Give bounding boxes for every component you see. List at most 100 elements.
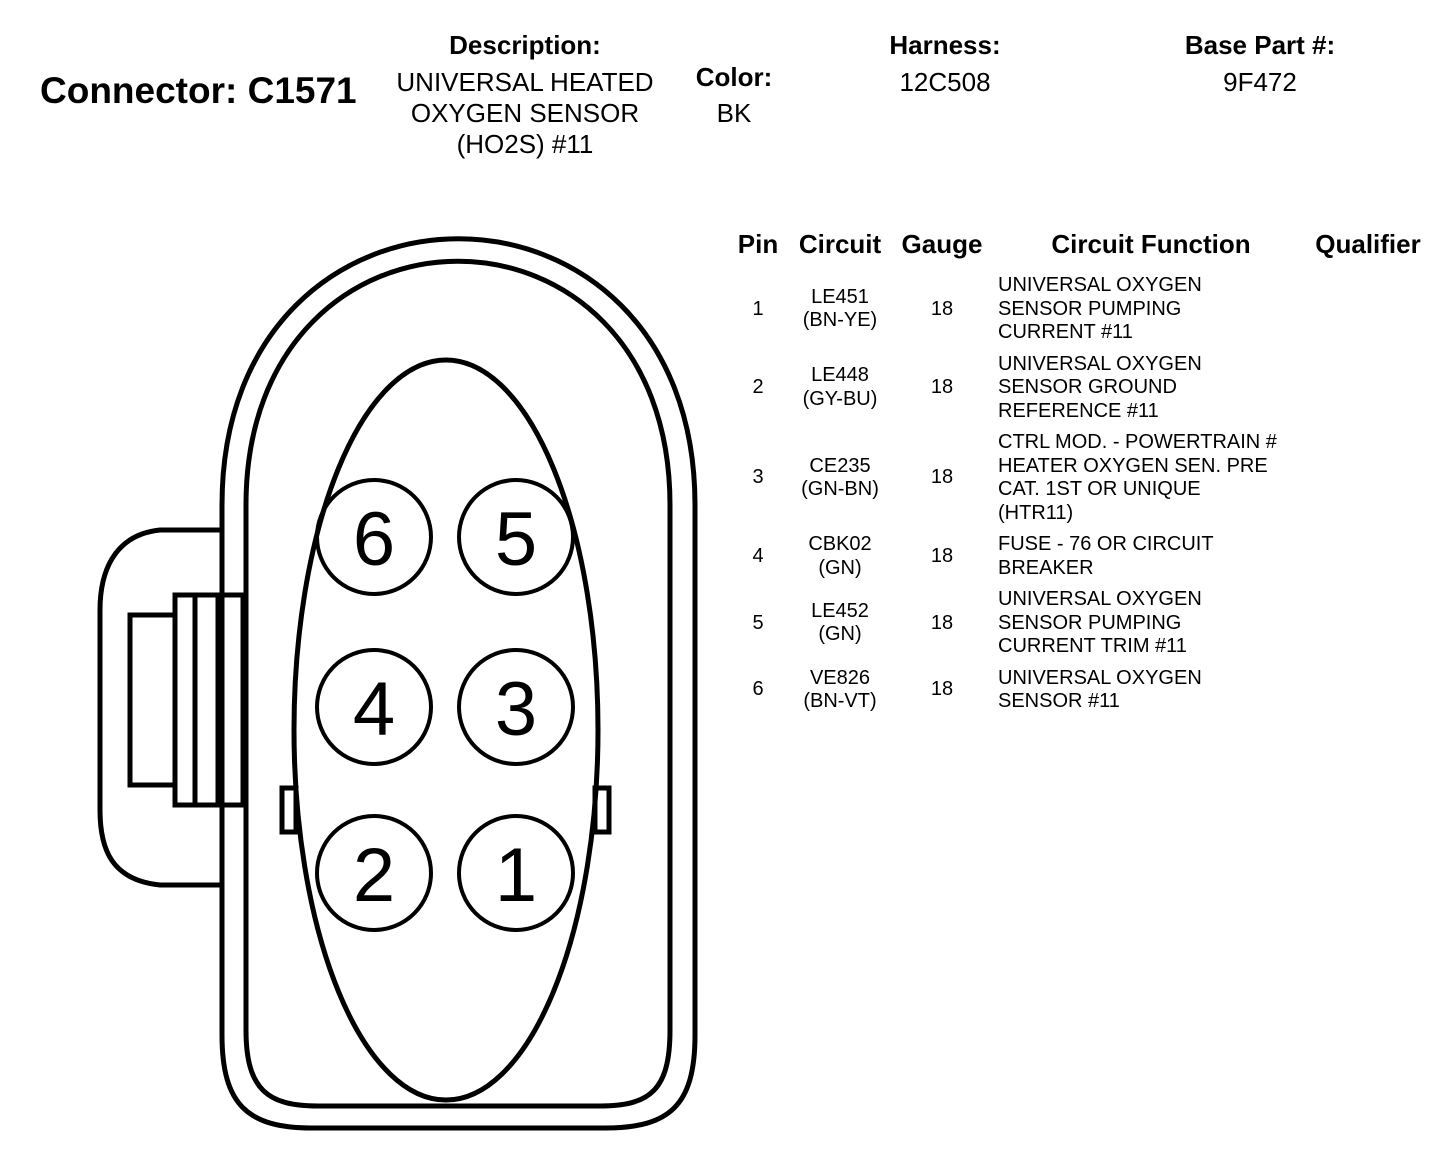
base-part-label: Base Part #: — [1184, 30, 1336, 60]
function-line: CURRENT TRIM #11 — [998, 635, 1187, 657]
pin-2-label: 2 — [353, 833, 395, 918]
pin-cell: 2 — [752, 376, 764, 398]
color-value: BK — [716, 98, 752, 128]
pin-cell: 5 — [752, 611, 764, 634]
pin-1-cavity — [457, 814, 575, 932]
connector-title: Connector: C1571 — [40, 70, 357, 111]
description-line: OXYGEN SENSOR — [410, 98, 640, 128]
pin-3-label: 3 — [495, 667, 537, 752]
col-function-header: Circuit Function — [1051, 228, 1251, 259]
qualifier-cell — [1304, 667, 1432, 722]
gauge-cell: 18 — [930, 611, 954, 634]
connector-inner-shell — [243, 258, 673, 1109]
pin-cell: 3 — [752, 466, 764, 489]
function-line: SENSOR PUMPING — [998, 297, 1182, 320]
circuit-cell: LE448(GY-BU) — [788, 353, 892, 432]
circuit-cell: VE826(BN-VT) — [788, 667, 892, 722]
circuit-line: (GN-BN) — [801, 478, 879, 500]
harness-label: Harness: — [889, 30, 1001, 60]
function-line: HEATER OXYGEN SEN. PRE — [998, 454, 1268, 477]
pin-1-label: 1 — [495, 833, 537, 918]
pin-cell: 1 — [752, 297, 764, 320]
function-line: UNIVERSAL OXYGEN — [998, 352, 1202, 375]
circuit-line: LE448 — [811, 364, 869, 387]
circuit-line: (BN-YE) — [802, 309, 878, 332]
table-header-row: Pin Circuit Gauge Circuit Function Quali… — [728, 228, 1432, 260]
color-label: Color: — [695, 62, 773, 92]
circuit-line: LE451 — [811, 285, 869, 308]
latch-tab — [127, 612, 178, 788]
function-line: (HTR11) — [998, 501, 1074, 524]
description-line: (HO2S) #11 — [456, 129, 594, 159]
qualifier-cell — [1304, 533, 1432, 588]
qualifier-cell — [1304, 274, 1432, 353]
col-circuit-header: Circuit — [798, 228, 882, 259]
function-line: CURRENT #11 — [998, 321, 1133, 343]
qualifier-cell — [1304, 588, 1432, 667]
circuit-line: LE452 — [811, 599, 869, 622]
gauge-cell: 18 — [930, 678, 954, 701]
function-line: SENSOR #11 — [998, 690, 1120, 712]
circuit-line: (BN-VT) — [803, 690, 877, 712]
description-value: UNIVERSAL HEATED OXYGEN SENSOR (HO2S) #1… — [384, 67, 666, 160]
gauge-cell: 18 — [930, 544, 954, 567]
locking-latch — [97, 527, 222, 888]
circuit-line: VE826 — [809, 666, 871, 689]
gauge-cell: 18 — [930, 466, 954, 489]
description-line: UNIVERSAL HEATED — [396, 67, 654, 97]
pin-cell: 6 — [752, 678, 764, 701]
circuit-cell: CE235(GN-BN) — [788, 431, 892, 533]
function-line: UNIVERSAL OXYGEN — [998, 666, 1202, 689]
pin-2-cavity — [315, 814, 433, 932]
latch-ribs — [172, 592, 246, 808]
connector-outer-shell — [219, 236, 698, 1131]
qualifier-cell — [1304, 353, 1432, 432]
gauge-cell: 18 — [930, 376, 954, 398]
key-notch-right — [592, 785, 612, 835]
col-qualifier-header: Qualifier — [1315, 228, 1421, 259]
function-line: FUSE - 76 OR CIRCUIT — [998, 533, 1214, 555]
base-part-value: 9F472 — [1223, 67, 1297, 97]
key-notch-left — [279, 785, 299, 835]
pin-6-label: 6 — [353, 497, 395, 582]
function-line: CTRL MOD. - POWERTRAIN # — [998, 431, 1277, 453]
pin-3-cavity — [457, 648, 575, 766]
circuit-line: (GN) — [818, 556, 862, 579]
harness-value: 12C508 — [899, 67, 991, 97]
pin-table: Pin Circuit Gauge Circuit Function Quali… — [728, 228, 1432, 722]
circuit-line: CBK02 — [808, 533, 872, 555]
function-line: BREAKER — [998, 556, 1094, 579]
circuit-cell: LE452(GN) — [788, 588, 892, 667]
pin-5-label: 5 — [495, 497, 537, 582]
function-line: UNIVERSAL OXYGEN — [998, 274, 1202, 296]
function-line: CAT. 1ST OR UNIQUE — [998, 478, 1201, 500]
circuit-line: (GN) — [818, 623, 862, 646]
circuit-cell: CBK02(GN) — [788, 533, 892, 588]
gauge-cell: 18 — [930, 297, 954, 320]
pin-5-cavity — [457, 478, 575, 596]
pin-4-label: 4 — [353, 667, 395, 752]
circuit-cell: LE451(BN-YE) — [788, 274, 892, 353]
table-row: 3 CE235(GN-BN) 18 CTRL MOD. - POWERTRAIN #H… — [728, 431, 1432, 533]
col-pin-header: Pin — [737, 228, 779, 259]
function-line: UNIVERSAL OXYGEN — [998, 588, 1202, 610]
pin-cavity-oval — [291, 357, 601, 1103]
description-label: Description: — [449, 30, 601, 60]
pin-6-cavity — [315, 478, 433, 596]
function-line: REFERENCE #11 — [998, 399, 1159, 422]
col-gauge-header: Gauge — [901, 228, 983, 259]
pin-4-cavity — [315, 648, 433, 766]
function-line: SENSOR PUMPING — [998, 611, 1182, 634]
pin-cell: 4 — [752, 544, 764, 567]
qualifier-cell — [1304, 431, 1432, 533]
circuit-line: CE235 — [809, 454, 871, 477]
